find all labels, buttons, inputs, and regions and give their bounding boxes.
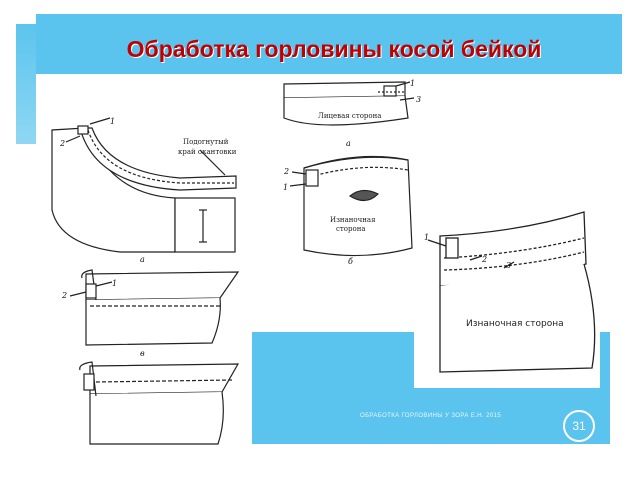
figure-a-num-2: 2 (59, 139, 65, 148)
figure-v (69, 269, 240, 346)
slide-title: Обработка горловины косой бейкой (126, 36, 542, 62)
figure-tr-num-3: 3 (416, 95, 421, 104)
figure-large (414, 210, 600, 388)
title-background (36, 14, 622, 74)
figure-a-caption: а (140, 255, 145, 264)
title-bar: Обработка горловины косой бейкой (16, 14, 622, 144)
figure-b (289, 155, 413, 257)
face-side-label: Лицевая сторона (318, 112, 381, 120)
figure-tr-caption: а (346, 139, 351, 148)
figure-b-caption: б (348, 257, 353, 266)
figure-top-right (283, 81, 415, 126)
figure-b-num-1: 1 (283, 183, 288, 192)
figure-large-num-1: 1 (424, 233, 429, 242)
figure-a-num-1: 1 (110, 117, 115, 126)
figure-b-wrong-side-1: Изнаночная (330, 216, 376, 224)
figure-v-caption: в (140, 349, 145, 358)
figure-large-wrong-side: Изнаночная сторона (466, 319, 564, 329)
figure-tr-num-1: 1 (410, 79, 415, 88)
page-number: 31 (572, 419, 586, 433)
folded-edge-label-line1: Подогнутый (183, 138, 229, 146)
figure-v-num-2: 2 (61, 291, 67, 300)
folded-edge-label-line2: край окантовки (178, 148, 237, 156)
figure-v-num-1: 1 (112, 279, 117, 288)
footer-text: ОБРАБОТКА ГОРЛОВИНЫ У ЗОРА Е.Н. 2015 (360, 413, 502, 419)
figure-b-wrong-side-2: сторона (336, 225, 366, 233)
figure-b-num-2: 2 (283, 167, 289, 176)
figure-g (79, 361, 240, 445)
title-tab-accent (16, 24, 36, 144)
figure-large-num-2: 2 (481, 255, 487, 264)
page-number-badge: 31 (563, 410, 595, 442)
figure-large-num-3: 3 (506, 261, 511, 270)
figure-a-left (51, 117, 237, 253)
